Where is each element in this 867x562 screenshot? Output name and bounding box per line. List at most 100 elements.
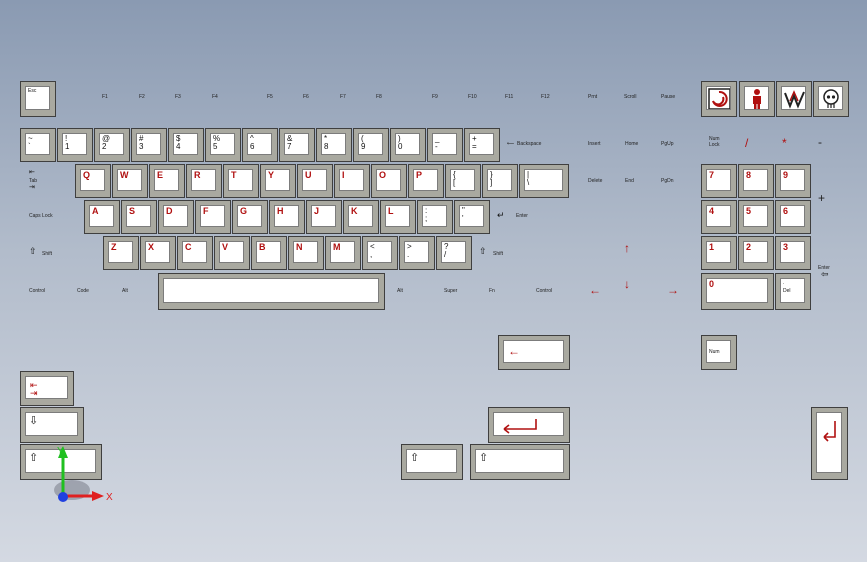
key-g[interactable]: G bbox=[232, 200, 268, 234]
key-m[interactable]: M bbox=[325, 236, 361, 270]
key-9-bot: 9 bbox=[361, 142, 366, 151]
key-z[interactable]: Z bbox=[103, 236, 139, 270]
key-i[interactable]: I bbox=[334, 164, 370, 198]
key-c[interactable]: C bbox=[177, 236, 213, 270]
right-shift-loose-icon: ⇧ bbox=[479, 452, 489, 464]
key-6-top: ^ bbox=[250, 134, 254, 143]
right-arrow-icon: → bbox=[667, 283, 679, 297]
key-period[interactable]: >. bbox=[399, 236, 435, 270]
key-4-top: $ bbox=[176, 134, 181, 143]
period-top: > bbox=[407, 242, 412, 251]
key-f-label: F bbox=[203, 206, 209, 216]
end-label: End bbox=[625, 178, 634, 184]
key-7[interactable]: &7 bbox=[279, 128, 315, 162]
left-shift-arrow-icon: ⇧ bbox=[29, 246, 37, 256]
caps-key-loose[interactable]: ⇩ bbox=[20, 407, 84, 443]
wide-backspace-key[interactable]: ← bbox=[498, 335, 570, 370]
backspace-label: Backspace bbox=[517, 141, 542, 147]
key-l[interactable]: L bbox=[380, 200, 416, 234]
numpad-0[interactable]: 0 bbox=[701, 273, 774, 310]
f10-label: F10 bbox=[468, 94, 477, 100]
numpad-plus-label: + bbox=[818, 191, 826, 205]
key-backslash[interactable]: |\ bbox=[519, 164, 569, 198]
key-8[interactable]: *8 bbox=[316, 128, 352, 162]
key-2-bot: 2 bbox=[102, 142, 107, 151]
numpad-enter-loose[interactable] bbox=[811, 407, 848, 480]
key-0[interactable]: )0 bbox=[390, 128, 426, 162]
key-o[interactable]: O bbox=[371, 164, 407, 198]
numpad-0-label: 0 bbox=[709, 279, 715, 289]
right-shift-label: Shift bbox=[493, 251, 504, 257]
key-quote[interactable]: "' bbox=[454, 200, 490, 234]
fn-label: Fn bbox=[489, 288, 495, 294]
logo-key-person[interactable] bbox=[739, 81, 775, 117]
key-equals[interactable]: += bbox=[464, 128, 500, 162]
numpad-9[interactable]: 9 bbox=[775, 164, 811, 198]
super-label: Super bbox=[444, 288, 458, 294]
logo-key-skull[interactable] bbox=[813, 81, 849, 117]
left-shift-key-loose[interactable]: ⇧ bbox=[20, 444, 102, 480]
key-j[interactable]: J bbox=[306, 200, 342, 234]
short-shift-key-loose[interactable]: ⇧ bbox=[401, 444, 463, 480]
numpad-6[interactable]: 6 bbox=[775, 200, 811, 234]
numpad-2[interactable]: 2 bbox=[738, 236, 774, 270]
key-r[interactable]: R bbox=[186, 164, 222, 198]
right-bracket-bot: ] bbox=[490, 178, 493, 187]
key-1[interactable]: !1 bbox=[57, 128, 93, 162]
tab-key-loose[interactable]: ⇤⇥ bbox=[20, 371, 74, 406]
enter-key-loose[interactable] bbox=[488, 407, 570, 443]
f2-label: F2 bbox=[139, 94, 145, 100]
key-a[interactable]: A bbox=[84, 200, 120, 234]
key-p[interactable]: P bbox=[408, 164, 444, 198]
key-x[interactable]: X bbox=[140, 236, 176, 270]
key-w[interactable]: W bbox=[112, 164, 148, 198]
key-q-label: Q bbox=[83, 170, 91, 180]
key-5[interactable]: %5 bbox=[205, 128, 241, 162]
key-minus[interactable]: _- bbox=[427, 128, 463, 162]
tab-right-icon: ⇥ bbox=[30, 388, 38, 398]
key-d[interactable]: D bbox=[158, 200, 194, 234]
key-2[interactable]: @2 bbox=[94, 128, 130, 162]
key-5-bot: 5 bbox=[213, 142, 218, 151]
scroll-label: Scroll bbox=[624, 94, 637, 100]
key-b[interactable]: B bbox=[251, 236, 287, 270]
key-q[interactable]: Q bbox=[75, 164, 111, 198]
numpad-8[interactable]: 8 bbox=[738, 164, 774, 198]
key-f[interactable]: F bbox=[195, 200, 231, 234]
key-n[interactable]: N bbox=[288, 236, 324, 270]
logo-key-wave[interactable] bbox=[776, 81, 812, 117]
key-u[interactable]: U bbox=[297, 164, 333, 198]
key-4[interactable]: $4 bbox=[168, 128, 204, 162]
print-label: Prnt bbox=[588, 94, 598, 100]
key-slash[interactable]: ?/ bbox=[436, 236, 472, 270]
numpad-5[interactable]: 5 bbox=[738, 200, 774, 234]
numpad-del[interactable]: .Del bbox=[775, 273, 811, 310]
key-6[interactable]: ^6 bbox=[242, 128, 278, 162]
key-3[interactable]: #3 bbox=[131, 128, 167, 162]
numpad-4[interactable]: 4 bbox=[701, 200, 737, 234]
numpad-1[interactable]: 1 bbox=[701, 236, 737, 270]
key-t[interactable]: T bbox=[223, 164, 259, 198]
extra-num-key[interactable]: Num bbox=[701, 335, 737, 370]
esc-label: Esc bbox=[28, 88, 37, 94]
key-v[interactable]: V bbox=[214, 236, 250, 270]
esc-key[interactable]: Esc bbox=[20, 81, 56, 117]
key-k[interactable]: K bbox=[343, 200, 379, 234]
key-s[interactable]: S bbox=[121, 200, 157, 234]
key-y[interactable]: Y bbox=[260, 164, 296, 198]
key-backtick[interactable]: ~` bbox=[20, 128, 56, 162]
right-shift-key-loose[interactable]: ⇧ bbox=[470, 444, 570, 480]
key-left-bracket[interactable]: {[ bbox=[445, 164, 481, 198]
key-right-bracket[interactable]: }] bbox=[482, 164, 518, 198]
key-9[interactable]: (9 bbox=[353, 128, 389, 162]
key-h[interactable]: H bbox=[269, 200, 305, 234]
numpad-7[interactable]: 7 bbox=[701, 164, 737, 198]
f8-label: F8 bbox=[376, 94, 382, 100]
numpad-3[interactable]: 3 bbox=[775, 236, 811, 270]
key-semicolon[interactable]: :; bbox=[417, 200, 453, 234]
spacebar[interactable] bbox=[158, 273, 385, 310]
key-e[interactable]: E bbox=[149, 164, 185, 198]
key-comma[interactable]: <, bbox=[362, 236, 398, 270]
swirl-icon bbox=[708, 88, 730, 109]
logo-key-swirl[interactable] bbox=[701, 81, 737, 117]
